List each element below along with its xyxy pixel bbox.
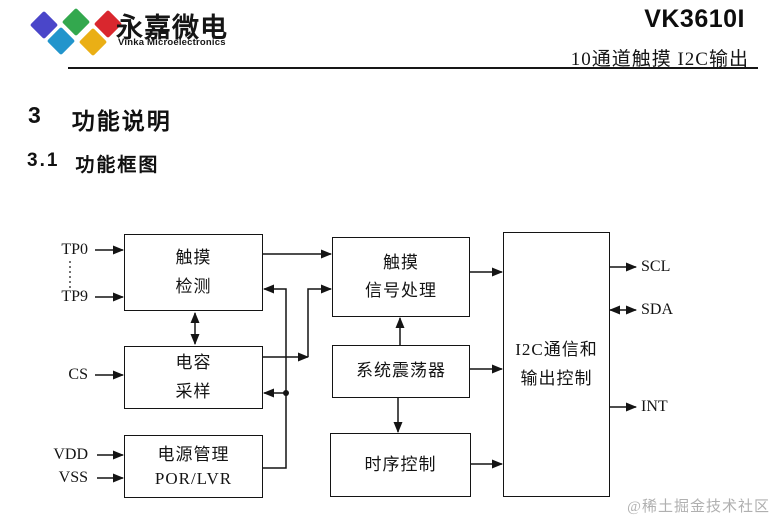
- block-label: 输出控制: [520, 368, 593, 388]
- subsection-title: 功能框图: [75, 155, 160, 176]
- block-label: 电源管理: [157, 444, 230, 464]
- watermark: @稀土掘金技术社区: [627, 499, 770, 515]
- pin-label-int: INT: [641, 398, 668, 415]
- pin-label-sda: SDA: [641, 301, 674, 318]
- block-label: 采样: [175, 381, 212, 401]
- logo-brand-text: 永嘉微电: [116, 13, 228, 43]
- block-capacitance-sampling: 电容 采样: [124, 346, 263, 409]
- pin-label-vss: VSS: [58, 469, 88, 486]
- section-number: 3: [28, 102, 43, 128]
- block-i2c-communication-output-control: I2C通信和 输出控制: [503, 232, 610, 497]
- subsection-heading: 3.1 功能框图: [27, 150, 159, 177]
- block-label: POR/LVR: [154, 468, 233, 488]
- block-label: 系统震荡器: [356, 361, 446, 381]
- block-label: 检测: [175, 276, 212, 296]
- section-heading: 3 功能说明: [28, 102, 172, 136]
- block-touch-detection: 触摸 检测: [124, 234, 263, 311]
- wire-capsample-to-signal: [307, 284, 332, 357]
- wire-power-to-touchdetect: [263, 284, 287, 469]
- wire-junction-dot: [283, 390, 289, 396]
- logo-brand-subtext: Vinka Microelectronics: [118, 37, 226, 48]
- pin-label-tp0: TP0: [61, 241, 88, 258]
- subsection-number: 3.1: [27, 150, 60, 171]
- section-title: 功能说明: [71, 108, 172, 134]
- part-number: VK3610I: [644, 5, 745, 33]
- block-label: 时序控制: [364, 454, 437, 474]
- block-touch-signal-processing: 触摸 信号处理: [332, 237, 470, 317]
- header-rule-divider: [68, 67, 758, 69]
- block-label: 信号处理: [365, 281, 437, 300]
- pin-label-scl: SCL: [641, 258, 671, 275]
- block-label: 触摸: [175, 248, 212, 268]
- pin-label-cs: CS: [68, 366, 88, 383]
- block-label: 触摸: [383, 252, 419, 272]
- doc-subtitle: 10通道触摸 I2C输出: [570, 49, 749, 70]
- block-label: I2C通信和: [515, 340, 598, 360]
- block-power-management: 电源管理 POR/LVR: [124, 435, 263, 498]
- pin-label-vdd: VDD: [53, 446, 88, 463]
- block-timing-control: 时序控制: [330, 433, 471, 497]
- block-system-oscillator: 系统震荡器: [332, 345, 470, 398]
- pin-label-tp9: TP9: [61, 288, 88, 305]
- block-label: 电容: [175, 353, 212, 373]
